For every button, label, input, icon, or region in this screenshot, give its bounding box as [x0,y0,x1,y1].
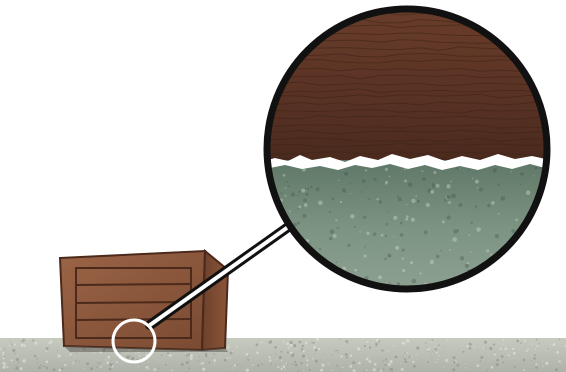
magnifier-circle-icon [260,0,560,300]
wood-surface [260,0,560,162]
crate [60,251,228,352]
